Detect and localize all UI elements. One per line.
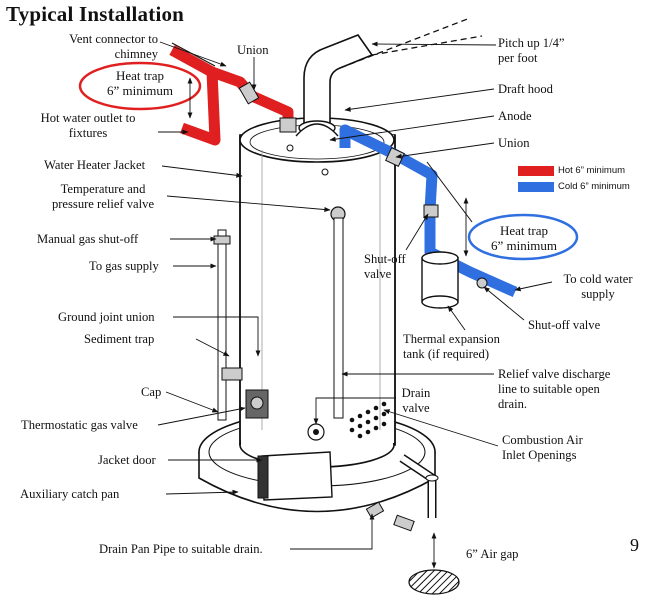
label-cap: Cap xyxy=(141,385,162,399)
cold-heat-trap-highlight xyxy=(467,213,579,261)
relief-valve-discharge xyxy=(330,206,346,419)
legend-hot-label: Hot 6” minimum xyxy=(558,165,626,176)
label-thermostatic-gas-valve: Thermostatic gas valve xyxy=(21,418,138,432)
legend-cold-label: Cold 6” minimum xyxy=(558,181,630,192)
label-aux-catch-pan: Auxiliary catch pan xyxy=(20,487,120,501)
vent-flue xyxy=(295,17,483,137)
drain-valve-graphic xyxy=(307,423,325,441)
label-sediment-trap: Sediment trap xyxy=(84,332,155,346)
label-pitch-up: Pitch up 1/4”per foot xyxy=(498,36,565,65)
drain-pan-pipe xyxy=(365,454,460,595)
thermal-expansion-tank xyxy=(421,251,459,309)
page-title: Typical Installation xyxy=(6,2,185,26)
jacket-door xyxy=(257,451,333,501)
label-shutoff-valve-right: Shut-off valve xyxy=(528,318,601,332)
label-jacket-door: Jacket door xyxy=(98,453,156,467)
hot-water-pipe xyxy=(169,42,297,146)
label-gas-supply: To gas supply xyxy=(89,259,159,273)
page-number: 9 xyxy=(630,535,639,555)
label-anode: Anode xyxy=(498,109,532,123)
label-ground-joint-union: Ground joint union xyxy=(58,310,155,324)
label-manual-gas-shutoff: Manual gas shut-off xyxy=(37,232,139,246)
gas-supply-line xyxy=(213,229,269,421)
combustion-air-openings xyxy=(349,401,387,439)
label-union-top: Union xyxy=(237,43,269,57)
label-union-right: Union xyxy=(498,136,530,150)
legend-cold-swatch xyxy=(518,182,554,192)
label-drain-pan-pipe: Drain Pan Pipe to suitable drain. xyxy=(99,542,263,556)
label-draft-hood: Draft hood xyxy=(498,82,553,96)
label-air-gap: 6” Air gap xyxy=(466,547,519,561)
legend-hot-swatch xyxy=(518,166,554,176)
leader-lines xyxy=(157,41,553,569)
label-water-heater-jacket: Water Heater Jacket xyxy=(44,158,146,172)
hot-heat-trap-highlight xyxy=(78,61,202,111)
